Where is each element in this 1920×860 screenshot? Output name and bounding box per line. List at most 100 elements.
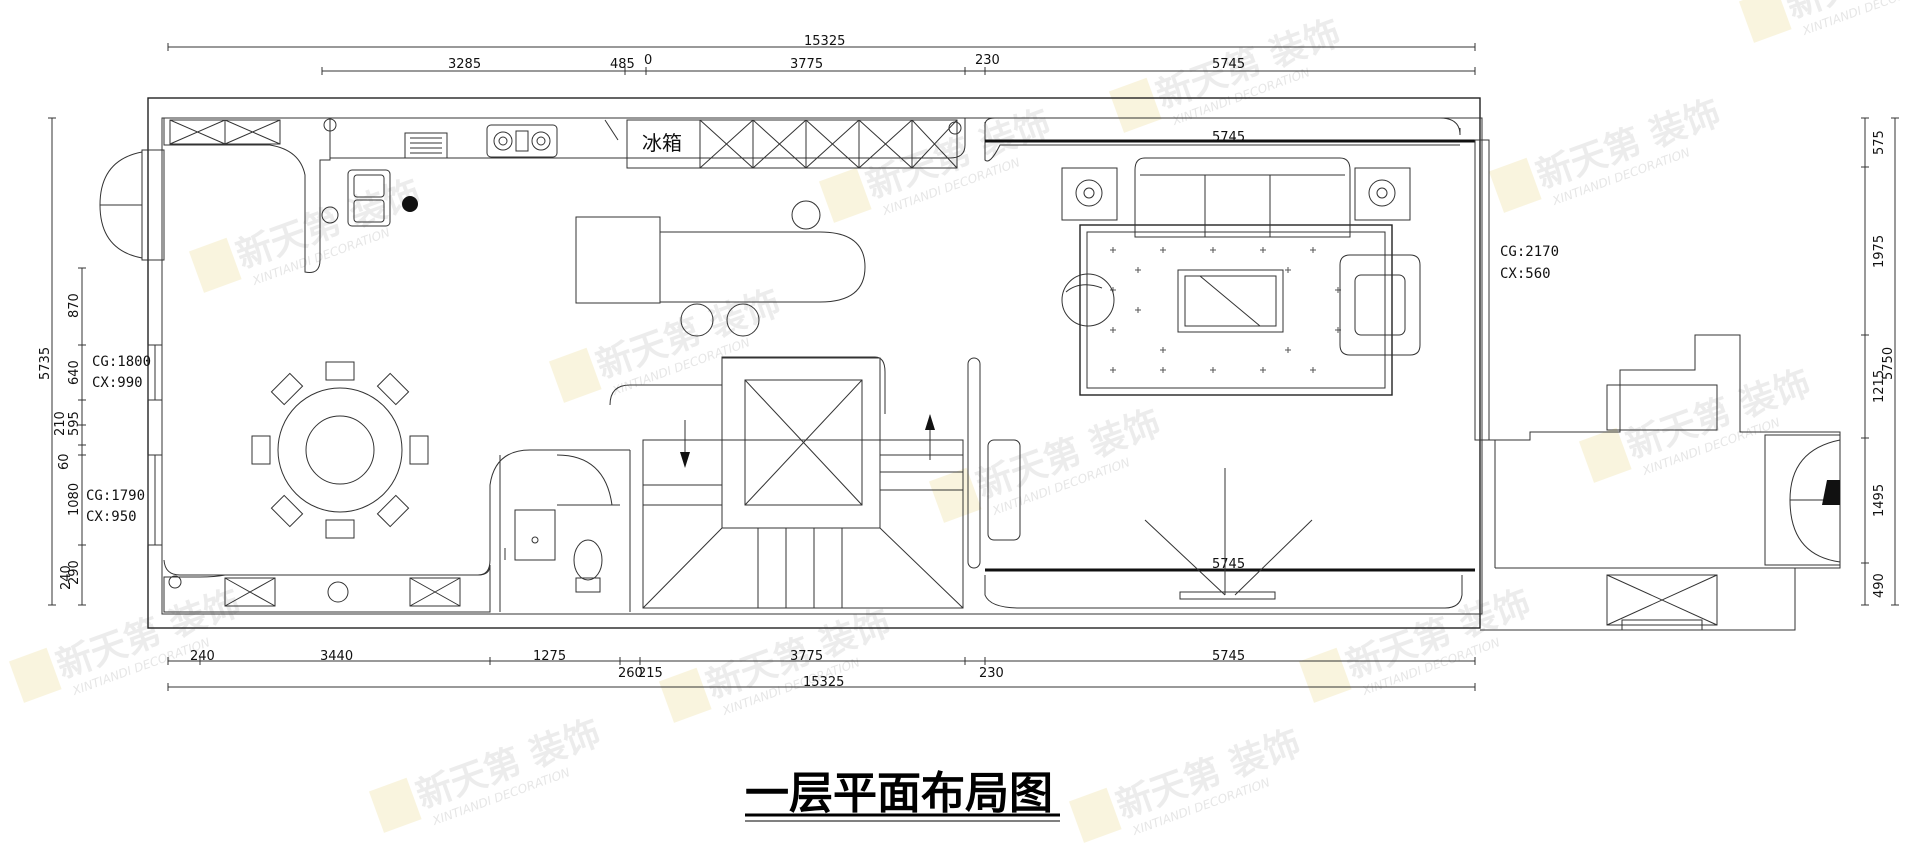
watermark: 新天第 装饰 XINTIANDI DECORATION — [1108, 12, 1346, 133]
dimension-left: 5735 870 640 210 595 60 1080 290 240 — [38, 117, 86, 606]
watermark: 新天第 装饰 XINTIANDI DECORATION — [188, 172, 426, 293]
watermark: 新天第 装饰 XINTIANDI DECORATION — [368, 712, 606, 833]
watermark: 新天第 装饰 XINTIANDI DECORATION — [928, 402, 1166, 523]
toilet-icon — [573, 539, 603, 581]
page-title: 一层平面布局图 — [745, 768, 1053, 819]
stool-icon — [791, 200, 821, 230]
watermark: 新天第 装饰 XINTIANDI DECORATION — [1488, 92, 1726, 213]
bathroom-door-swing — [556, 454, 613, 506]
dim-right-1975: 1975 — [1872, 235, 1887, 268]
dim-left-60: 60 — [57, 453, 72, 470]
dim-right-1215: 1215 — [1872, 370, 1887, 403]
dim-bottom-260: 260 — [618, 666, 643, 681]
dim-left-640: 640 — [67, 360, 82, 385]
tall-cabinets — [626, 119, 958, 169]
dim-top-total: 15325 — [804, 34, 845, 49]
window-note-cg-1790: CG:1790 — [86, 488, 145, 504]
dim-top-3285: 3285 — [448, 57, 481, 72]
shoe-cabinet — [987, 439, 1021, 541]
curtain-bottom-label: 5745 — [1212, 557, 1245, 572]
dim-left-1080: 1080 — [67, 483, 82, 516]
interior-walls — [163, 356, 886, 612]
watermark: 新天第 装饰 XINTIANDI DECORATION — [658, 602, 896, 723]
dim-top-485: 485 — [610, 57, 635, 72]
dim-bottom-240: 240 — [190, 649, 215, 664]
tv-cabinet — [1179, 591, 1276, 600]
window-note-cg-2170: CG:2170 — [1500, 244, 1559, 260]
annex — [1606, 384, 1841, 631]
drawing-title: 一层平面布局图 — [745, 768, 1060, 822]
faucet-icon — [402, 196, 418, 212]
kitchen-counter-left — [163, 117, 331, 273]
island-counter — [659, 231, 866, 303]
plant-icon — [327, 581, 349, 603]
curtain-top-label: 5745 — [1212, 130, 1245, 145]
sink-icon — [347, 169, 391, 227]
waste-icon — [321, 206, 339, 224]
kitchen-counter-top — [329, 117, 966, 159]
watermark: 新天第 装饰 XINTIANDI DECORATION — [1068, 722, 1306, 843]
stool-icon — [726, 303, 760, 337]
dim-right-490: 490 — [1872, 573, 1887, 598]
window-note-cx-990: CX:990 — [92, 375, 143, 391]
watermark: 新天第 装饰 XINTIANDI DECORATION — [548, 282, 786, 403]
dimension-bottom: 240 3440 1275 260 215 3775 230 5745 1532… — [167, 649, 1476, 691]
dim-bottom-215: 215 — [638, 666, 663, 681]
living-room: 5745 5745 — [967, 117, 1475, 609]
dimension-right: 5750 575 1975 1215 1495 490 — [1861, 117, 1899, 606]
dining-table — [251, 361, 429, 539]
left-windows: CG:1800 CX:990 CG:1790 CX:950 — [86, 344, 163, 546]
armchair-icon — [1339, 254, 1421, 356]
side-table-icon — [1061, 167, 1118, 221]
dim-bottom-3775: 3775 — [790, 649, 823, 664]
kitchen: 冰箱 — [163, 117, 966, 337]
lamp-icon — [1075, 179, 1103, 207]
dim-left-290: 290 — [67, 560, 82, 585]
stool-icon — [680, 303, 714, 337]
sofa-icon — [1134, 157, 1351, 238]
round-chair-icon — [1061, 273, 1115, 327]
dim-bottom-total: 15325 — [803, 675, 844, 690]
left-entry-door — [99, 149, 165, 261]
dimension-top: 15325 3285 485 0 3775 230 5745 — [167, 34, 1476, 75]
right-window: CG:2170 CX:560 — [1474, 139, 1559, 441]
dim-right-1495: 1495 — [1872, 484, 1887, 517]
range-hood-icon — [404, 132, 448, 159]
rug — [1079, 224, 1393, 396]
lamp-icon — [1368, 179, 1396, 207]
watermark: 新天第 装饰 XINTIANDI DECORATION — [8, 582, 246, 703]
dim-bottom-1275: 1275 — [533, 649, 566, 664]
island-block — [575, 216, 661, 304]
watermark: 新天第 装饰 XINTIANDI DECORATION — [1738, 0, 1920, 43]
coffee-table-icon — [1177, 269, 1284, 333]
window-note-cg-1800: CG:1800 — [92, 354, 151, 370]
side-table-icon — [1354, 167, 1411, 221]
dim-bottom-5745: 5745 — [1212, 649, 1245, 664]
fridge-label: 冰箱 — [642, 131, 682, 155]
rug-pattern — [1110, 247, 1341, 373]
dim-bottom-3440: 3440 — [320, 649, 353, 664]
dim-left-595: 595 — [67, 411, 82, 436]
window-note-cx-560: CX:560 — [1500, 266, 1551, 282]
dim-top-230: 230 — [975, 53, 1000, 68]
dim-right-575: 575 — [1872, 130, 1887, 155]
dim-right-total: 5750 — [1881, 347, 1896, 380]
watermarks: 新天第 装饰 XINTIANDI DECORATION 新天第 装饰 XINTI… — [8, 0, 1920, 843]
dim-left-240: 240 — [59, 565, 74, 590]
staircase — [642, 357, 964, 609]
window-note-cx-950: CX:950 — [86, 509, 137, 525]
dim-top-3775: 3775 — [790, 57, 823, 72]
dim-left-870: 870 — [67, 293, 82, 318]
stove-icon — [486, 124, 558, 158]
bathroom — [504, 454, 620, 593]
dim-top-0: 0 — [644, 53, 652, 68]
dim-left-210: 210 — [53, 411, 68, 436]
vanity-icon — [514, 509, 556, 561]
dim-bottom-230: 230 — [979, 666, 1004, 681]
dim-left-total: 5735 — [38, 347, 53, 380]
watermark: 新天第 装饰 XINTIANDI DECORATION — [1298, 582, 1536, 703]
entry-arrow-icon — [1822, 480, 1840, 505]
watermark: 新天第 装饰 XINTIANDI DECORATION — [1578, 362, 1816, 483]
